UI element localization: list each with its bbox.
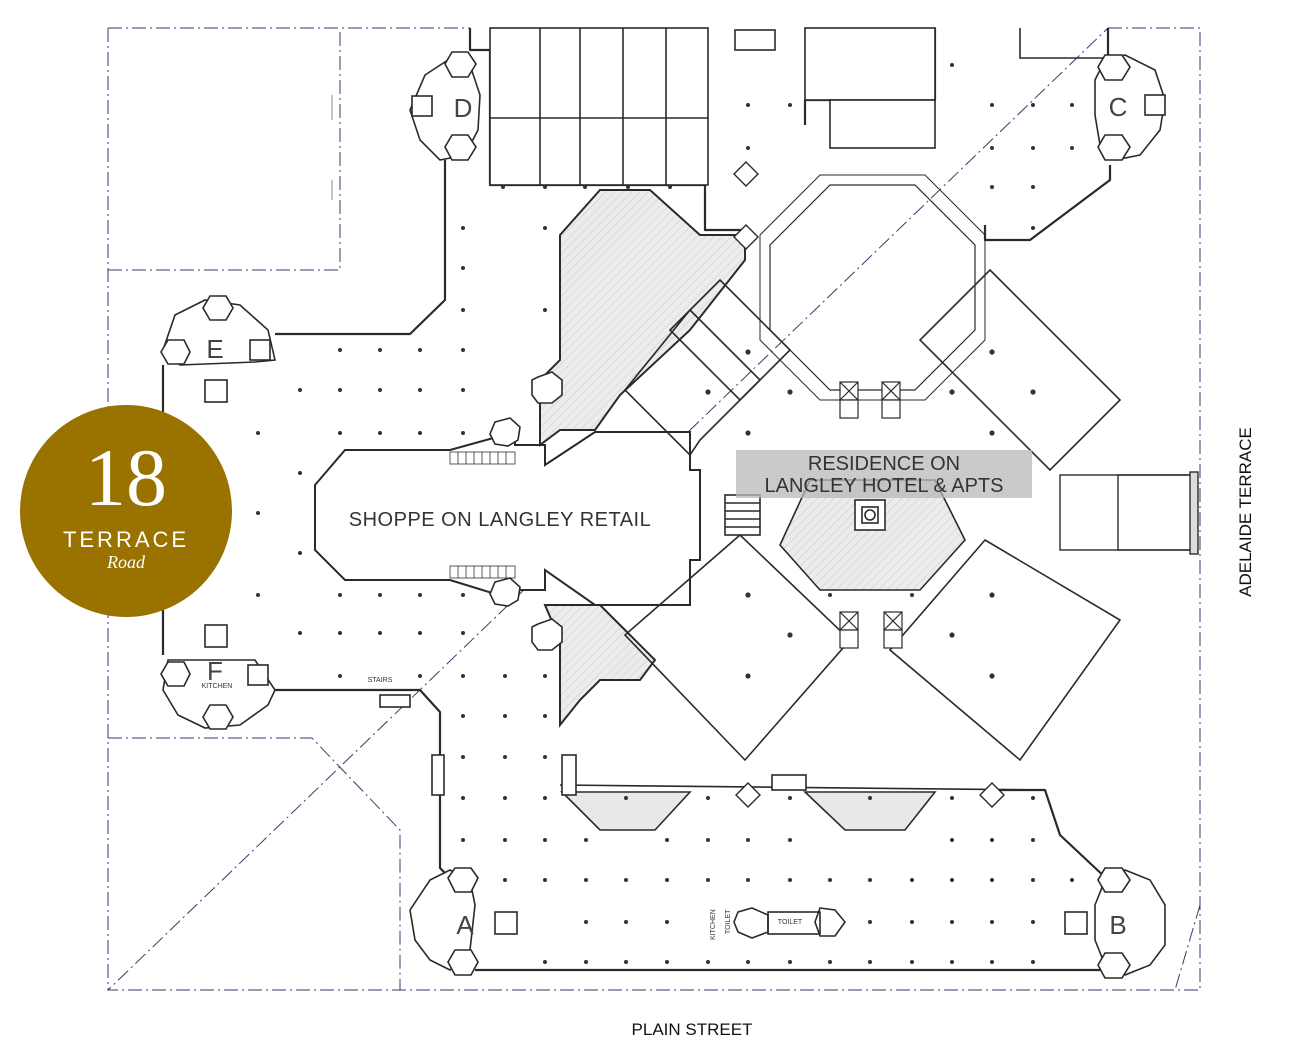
core-f [160, 624, 276, 730]
kitchen-label-f: KITCHEN [202, 683, 233, 690]
east-entry [1059, 471, 1199, 555]
residence-label-line2: LANGLEY HOTEL & APTS [765, 475, 1004, 497]
mall-toilets [489, 371, 847, 939]
core-label-a: A [456, 910, 474, 940]
residence-label-line1: RESIDENCE ON [808, 453, 960, 475]
core-c [1094, 54, 1166, 161]
residence-label-band [736, 450, 1032, 498]
core-label-f: F [207, 656, 223, 686]
core-label-c: C [1109, 92, 1128, 122]
street-label-bottom: PLAIN STREET [632, 1020, 753, 1039]
core-label-d: D [454, 93, 473, 123]
core-label-e: E [206, 334, 223, 364]
site-boundary [106, 27, 1201, 991]
stairs-label: STAIRS [368, 677, 393, 684]
columns [256, 63, 1074, 964]
bottom-bays [379, 694, 1046, 831]
top-shops [489, 27, 1108, 186]
retail-escalators [449, 451, 516, 579]
hotel-tower [623, 174, 1122, 762]
brand-logo: 18 TERRACE Road [20, 405, 232, 617]
retail-label: SHOPPE ON LANGLEY RETAIL [349, 509, 651, 531]
core-d [409, 51, 481, 161]
kitchen-label-mall: KITCHEN [710, 909, 717, 940]
retail-wing [314, 189, 746, 728]
street-label-right: ADELAIDE TERRACE [1236, 427, 1255, 597]
logo-line2: Road [107, 552, 145, 572]
core-b [1064, 867, 1166, 979]
diamond-connectors [733, 161, 1005, 808]
toilet-label-mall: TOILET [725, 909, 732, 934]
core-e [160, 295, 276, 403]
lift-boxes [839, 381, 903, 649]
core-a [409, 867, 518, 976]
logo-number: 18 [85, 432, 167, 523]
logo-line1: TERRACE [62, 527, 190, 552]
toilet-label-center: TOILET [778, 919, 803, 926]
core-label-b: B [1109, 910, 1126, 940]
